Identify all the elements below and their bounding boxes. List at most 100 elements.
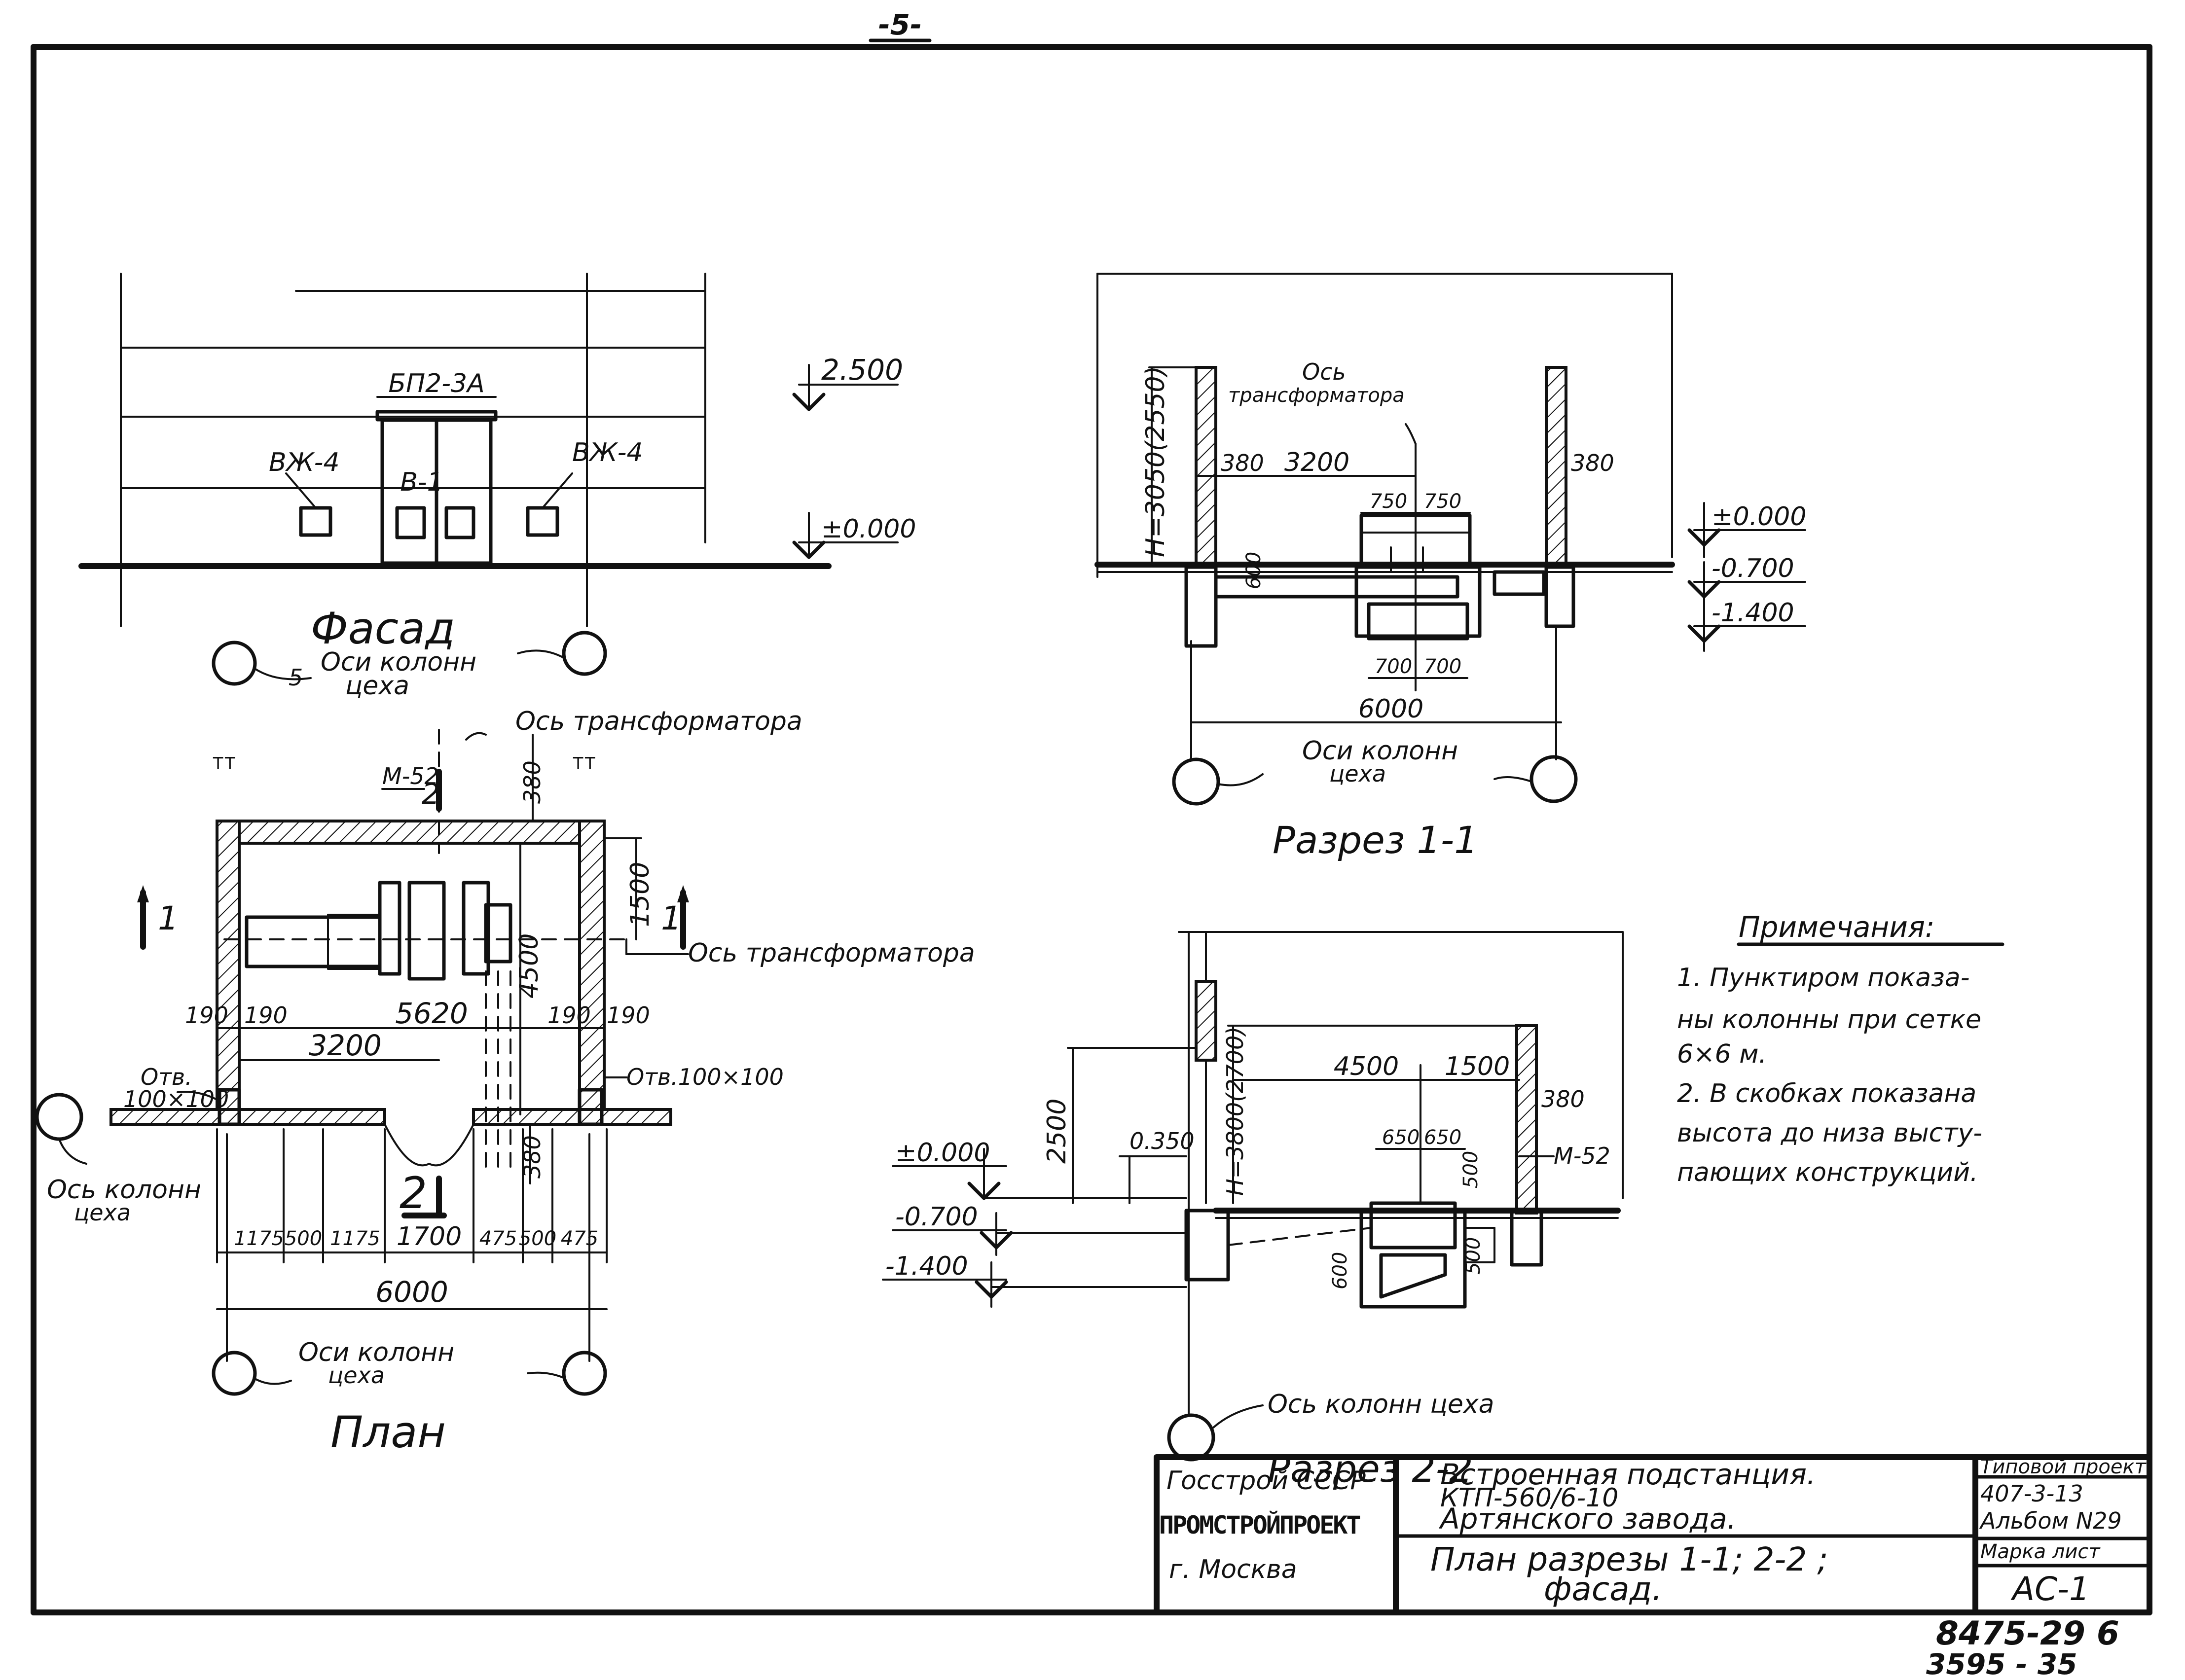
plan-dim-190d: 190 [607, 1002, 650, 1029]
title-org-3: г. Москва [1169, 1555, 1297, 1584]
title-block: Госстрой СССР ПРОМСТРОЙПРОЕКТ г. Москва … [1154, 1454, 2152, 1615]
plan-dim-bottom-4: 1700 [397, 1222, 462, 1251]
plan-equipment-transformer [407, 881, 446, 981]
plan-dim-bottom-6: 500 [519, 1227, 556, 1250]
s1-foundation-left [1184, 565, 1218, 648]
s2-dim-650b: 650 [1424, 1126, 1461, 1149]
plan-section-2-bottom: 2 [400, 1168, 427, 1218]
plan-dim-bottom-7: 475 [561, 1227, 598, 1250]
notes-line-6: пающих конструкций. [1677, 1158, 1978, 1187]
s2-dim-2500: 2500 [1042, 1099, 1072, 1164]
plan-dim-bottom-1: 1175 [234, 1227, 284, 1250]
s2-pit-insert [1379, 1253, 1447, 1299]
s1-dim-600: 600 [1242, 552, 1265, 589]
notes-block: Примечания: 1. Пунктиром показа- ны коло… [1677, 910, 2004, 1187]
plan-transformer-axis-top-leader [465, 732, 487, 741]
facade-vent-right [526, 506, 559, 537]
plan-column-left [218, 1088, 241, 1126]
s1-level-070-mark [1687, 580, 1721, 599]
plan-equipment-3 [484, 903, 512, 964]
s2-dim-650a: 650 [1382, 1126, 1420, 1149]
s2-foundation-right [1510, 1209, 1543, 1267]
notes-line-2: ны колонны при сетке [1677, 1005, 1981, 1035]
facade-axes-label-2: цеха [345, 671, 409, 701]
plan-wall-left [216, 820, 241, 1126]
s2-pit-side [1464, 1227, 1495, 1263]
s2-dim-0350: 0.350 [1129, 1128, 1195, 1154]
plan-section-1-right: 1 [661, 899, 682, 937]
s1-axis-bubble-left [1172, 757, 1220, 806]
s1-dim-total: 6000 [1358, 694, 1423, 724]
plan-transformer-axis-top: Ось трансформатора [515, 707, 802, 736]
facade-door-mark: В-1 [400, 467, 443, 497]
title-sheet-name-2: фасад. [1544, 1570, 1662, 1608]
plan-section-1-left: 1 [158, 899, 179, 937]
s1-level-070: -0.700 [1712, 554, 1794, 583]
plan-dim-190a: 190 [185, 1002, 228, 1029]
title-org-1: Госстрой СССР [1166, 1466, 1366, 1496]
plan-dim-bottom-3: 1175 [330, 1227, 380, 1250]
facade-level-zero-mark [792, 540, 826, 559]
s2-title: Разрез 2-2 [1268, 1447, 1473, 1491]
s2-axis-leader [1212, 1404, 1264, 1429]
notes-line-1: 1. Пунктиром показа- [1677, 963, 1969, 993]
plan-column-symbol-right: ⊤⊤ [572, 751, 596, 774]
plan-axes-label-1: Оси колонн [298, 1338, 454, 1367]
title-mark-sheet: Марка лист [1980, 1540, 2101, 1563]
s2-level-140: -1.400 [885, 1251, 968, 1281]
plan-axis-leader-bottom-left [253, 1377, 292, 1385]
plan-dim-total: 6000 [375, 1275, 448, 1309]
plan-axis-bubble-bottom-left [212, 1351, 257, 1396]
facade-axes-label-1: Оси колонн [321, 647, 476, 677]
plan-equipment-2 [462, 881, 490, 976]
section-2-view: Н=3800(2700) 2500 0.350 4500 1500 380 65… [882, 931, 1624, 1491]
plan-column-right [578, 1088, 604, 1126]
s2-pit [1359, 1209, 1467, 1309]
s1-level-140: -1.400 [1712, 598, 1794, 628]
plan-dim-4500: 4500 [514, 933, 544, 999]
s1-dim-380-left: 380 [1221, 450, 1264, 476]
plan-dim-190b: 190 [244, 1002, 288, 1029]
title-name-1: Встроенная подстанция. [1440, 1458, 1816, 1491]
s2-level-070: -0.700 [895, 1202, 978, 1232]
plan-view: 1 1 2 2 М-52 Ось трансформатора Ось тран… [35, 707, 975, 1458]
s1-trench-right [1493, 570, 1546, 596]
s2-dim-500a: 500 [1459, 1151, 1482, 1188]
plan-column-symbol-left: ⊤⊤ [212, 751, 236, 774]
facade-level-top-mark [792, 393, 826, 411]
notes-line-5: высота до низа высту- [1677, 1118, 1982, 1148]
title-sheet-name-1: План разрезы 1-1; 2-2 ; [1430, 1540, 1828, 1578]
plan-equipment-inner [327, 914, 381, 970]
facade-vent-left [299, 506, 332, 537]
s2-slope-line [1227, 1227, 1372, 1246]
s1-transformer-axis-leader [1405, 423, 1417, 445]
s1-wall-left [1195, 366, 1217, 566]
s2-column-upper [1195, 980, 1217, 1062]
s1-dim-380-right: 380 [1571, 450, 1614, 476]
sheet-frame [31, 44, 2152, 1615]
s2-axis-label: Ось колонн цеха [1268, 1390, 1494, 1419]
facade-vent-right-label: ВЖ-4 [572, 438, 643, 467]
s1-level-zero: ±0.000 [1712, 502, 1806, 532]
title-block-frame [1154, 1454, 2152, 1615]
plan-transformer-axis-right: Ось трансформатора [688, 938, 975, 968]
plan-section-2-top: 2 [422, 777, 440, 811]
plan-mark-m52: М-52 [382, 763, 439, 789]
title-name-3: Артянского завода. [1438, 1502, 1736, 1536]
plan-opening-left-2: 100×100 [123, 1086, 229, 1112]
s1-axes-label-2: цеха [1329, 760, 1386, 787]
facade-door-panel-left [395, 506, 426, 539]
plan-dim-5620: 5620 [395, 997, 468, 1030]
plan-title: План [330, 1407, 446, 1458]
title-sheet-code: АС-1 [2010, 1570, 2090, 1608]
s1-level-140-mark [1687, 624, 1721, 643]
title-typical-project: Типовой проект [1980, 1456, 2147, 1478]
plan-wall-right [578, 820, 606, 1126]
facade-axis-bubble-right [562, 631, 607, 676]
title-org-2: ПРОМСТРОЙПРОЕКТ [1159, 1510, 1360, 1539]
s2-mark-m52: М-52 [1554, 1143, 1610, 1169]
facade-level-top: 2.500 [821, 353, 903, 387]
s2-level-070-mark [980, 1231, 1013, 1250]
s1-axis-leader-left [1217, 773, 1264, 786]
